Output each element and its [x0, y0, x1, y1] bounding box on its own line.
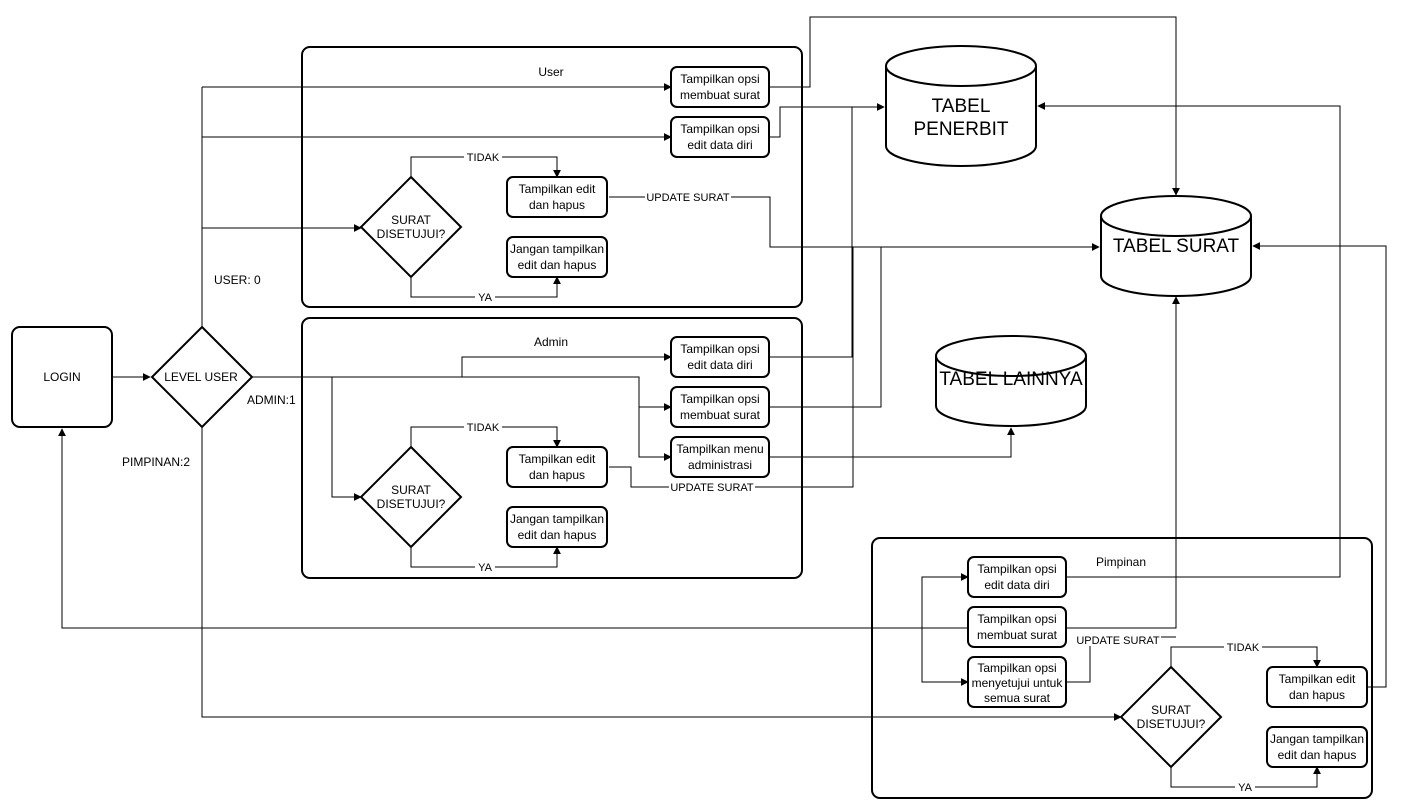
- user-jangan-l1: Jangan tampilkan: [510, 242, 604, 256]
- tabel-penerbit-line2: PENERBIT: [913, 119, 1008, 140]
- admin-opsi-surat-node: [670, 386, 770, 428]
- user-panel-title: User: [538, 65, 563, 79]
- admin-ya-label: YA: [478, 562, 493, 574]
- tabel-lainnya-db: TABEL LAINNYA: [935, 335, 1087, 427]
- pimpinan-tidak-label: TIDAK: [1227, 642, 1260, 654]
- user-decision: [359, 175, 463, 279]
- tabel-surat-db: TABEL SURAT: [1100, 195, 1252, 297]
- admin-decision-l2: DISETUJUI?: [377, 497, 446, 511]
- pimpinan-panel-title: Pimpinan: [1096, 555, 1146, 569]
- user-decision-l2: DISETUJUI?: [377, 227, 446, 241]
- user-opsi-data-l1: Tampilkan opsi: [680, 122, 759, 136]
- pimpinan-decision-l1: SURAT: [1151, 703, 1191, 717]
- level-user-label-text: LEVEL USER: [164, 370, 238, 384]
- login-label: LOGIN: [43, 370, 80, 384]
- user-opsi-data-node: [670, 116, 770, 158]
- admin-edit-hapus-l1: Tampilkan edit: [519, 452, 596, 466]
- tabel-lainnya-label: TABEL LAINNYA: [939, 369, 1083, 390]
- tabel-penerbit-line1: TABEL: [932, 96, 991, 117]
- user-tidak-label: TIDAK: [467, 152, 500, 164]
- user-jangan-l2: edit dan hapus: [518, 258, 597, 272]
- pimpinan-decision: [1119, 665, 1223, 769]
- pimpinan-jangan-l1: Jangan tampilkan: [1270, 732, 1364, 746]
- pimpinan-opsi-setuju-l3: semua surat: [984, 691, 1051, 705]
- level-user-label: USER: 0: [214, 273, 261, 287]
- pimpinan-opsi-surat-l2: membuat surat: [977, 628, 1058, 642]
- admin-decision-l1: SURAT: [391, 483, 431, 497]
- admin-jangan-l1: Jangan tampilkan: [510, 512, 604, 526]
- user-opsi-surat-node: [670, 66, 770, 108]
- admin-panel: [301, 317, 803, 579]
- level-admin-label: ADMIN:1: [247, 393, 296, 407]
- user-edit-hapus-l1: Tampilkan edit: [519, 182, 596, 196]
- connectors: [58, 16, 1387, 788]
- pimpinan-edit-hapus-l1: Tampilkan edit: [1279, 672, 1356, 686]
- admin-opsi-surat-l1: Tampilkan opsi: [680, 392, 759, 406]
- user-jangan-node: [506, 236, 608, 278]
- level-pimpinan-label: PIMPINAN:2: [122, 455, 190, 469]
- admin-menu-l1: Tampilkan menu: [676, 442, 763, 456]
- admin-jangan-l2: edit dan hapus: [518, 528, 597, 542]
- pimpinan-opsi-setuju-l1: Tampilkan opsi: [977, 661, 1056, 675]
- pimpinan-decision-l2: DISETUJUI?: [1137, 717, 1206, 731]
- pimpinan-opsi-data-l2: edit data diri: [984, 578, 1049, 592]
- admin-opsi-data-node: [670, 336, 770, 378]
- admin-tidak-label: TIDAK: [467, 422, 500, 434]
- pimpinan-opsi-data-l1: Tampilkan opsi: [977, 562, 1056, 576]
- pimpinan-opsi-data-node: [967, 556, 1067, 598]
- pimpinan-update-label: UPDATE SURAT: [1076, 635, 1160, 647]
- user-panel: [301, 46, 803, 308]
- user-opsi-surat-l1: Tampilkan opsi: [680, 72, 759, 86]
- admin-menu-l2: administrasi: [688, 458, 752, 472]
- user-ya-label: YA: [478, 292, 493, 304]
- user-opsi-surat-l2: membuat surat: [680, 88, 761, 102]
- admin-opsi-surat-l2: membuat surat: [680, 408, 761, 422]
- pimpinan-jangan-node: [1266, 726, 1368, 768]
- tabel-penerbit-db: TABEL PENERBIT: [885, 45, 1037, 167]
- tabel-surat-label: TABEL SURAT: [1113, 236, 1240, 257]
- pimpinan-edit-hapus-l2: dan hapus: [1289, 688, 1345, 702]
- user-decision-l1: SURAT: [391, 213, 431, 227]
- pimpinan-panel: [871, 537, 1373, 799]
- level-user-decision: [150, 325, 254, 429]
- pimpinan-opsi-surat-node: [967, 606, 1067, 648]
- user-opsi-data-l2: edit data diri: [687, 138, 752, 152]
- pimpinan-edit-hapus-node: [1266, 666, 1368, 708]
- admin-panel-title: Admin: [534, 335, 568, 349]
- admin-edit-hapus-l2: dan hapus: [529, 468, 585, 482]
- user-edit-hapus-l2: dan hapus: [529, 198, 585, 212]
- admin-jangan-node: [506, 506, 608, 548]
- pimpinan-opsi-setuju-l2: menyetujui untuk: [972, 676, 1064, 690]
- admin-opsi-data-l1: Tampilkan opsi: [680, 342, 759, 356]
- admin-menu-node: [670, 436, 770, 478]
- login-node: [11, 326, 113, 428]
- admin-edit-hapus-node: [506, 446, 608, 488]
- pimpinan-ya-label: YA: [1238, 782, 1253, 794]
- admin-update-label: UPDATE SURAT: [670, 482, 754, 494]
- edge-labels: TIDAK YA UPDATE SURAT TIDAK YA UPDATE SU…: [122, 151, 1262, 794]
- user-update-label: UPDATE SURAT: [646, 192, 730, 204]
- pimpinan-jangan-l2: edit dan hapus: [1278, 748, 1357, 762]
- admin-opsi-data-l2: edit data diri: [687, 358, 752, 372]
- pimpinan-opsi-setuju-node: [967, 656, 1067, 708]
- pimpinan-opsi-surat-l1: Tampilkan opsi: [977, 612, 1056, 626]
- user-edit-hapus-node: [506, 176, 608, 218]
- admin-decision: [359, 445, 463, 549]
